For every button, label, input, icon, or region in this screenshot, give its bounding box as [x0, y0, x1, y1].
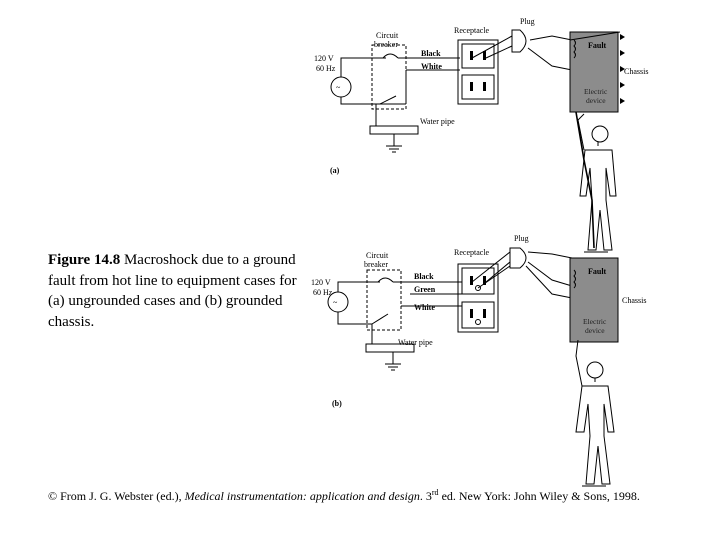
caption-text: Macroshock due to a ground fault from ho… — [48, 252, 297, 330]
source-credit: © From J. G. Webster (ed.), Medical inst… — [48, 488, 708, 504]
plug-a — [511, 29, 527, 53]
svg-text:60 Hz: 60 Hz — [313, 288, 333, 297]
water-pipe-a — [369, 125, 419, 135]
figure-label: Figure 14.8 — [48, 252, 121, 268]
credit-suffix: ed. New York: John Wiley & Sons, 1998. — [438, 489, 640, 503]
svg-text:(b): (b) — [332, 399, 342, 408]
electric-device-b — [569, 257, 619, 343]
ac-source-a — [330, 76, 352, 98]
svg-text:Water pipe: Water pipe — [420, 117, 455, 126]
svg-text:Receptacle: Receptacle — [454, 248, 490, 257]
svg-text:White: White — [414, 303, 435, 312]
plug-b — [509, 247, 527, 269]
svg-text:60 Hz: 60 Hz — [316, 64, 336, 73]
svg-text:Green: Green — [414, 285, 436, 294]
receptacle-b — [457, 263, 499, 333]
svg-text:device: device — [586, 96, 606, 105]
current-path-a — [575, 111, 595, 249]
svg-text:Electric: Electric — [584, 87, 608, 96]
receptacle-a — [457, 39, 499, 105]
svg-text:breaker: breaker — [374, 40, 398, 49]
svg-text:breaker: breaker — [364, 260, 388, 269]
diagram-a: ~ 120 V 60 Hz Circuit breaker Black Whit… — [314, 17, 648, 253]
svg-text:Black: Black — [414, 272, 434, 281]
svg-text:~: ~ — [333, 298, 338, 307]
svg-text:Fault: Fault — [588, 41, 607, 50]
svg-text:Fault: Fault — [588, 267, 607, 276]
svg-text:Plug: Plug — [520, 17, 535, 26]
svg-text:Black: Black — [421, 49, 441, 58]
svg-text:White: White — [421, 62, 442, 71]
svg-text:device: device — [585, 326, 605, 335]
circuit-breaker-b — [366, 269, 402, 331]
svg-text:120 V: 120 V — [311, 278, 331, 287]
credit-edition: . 3 — [419, 489, 432, 503]
figure-caption: Figure 14.8 Macroshock due to a ground f… — [48, 250, 298, 332]
person-figure-b — [575, 339, 615, 485]
svg-text:Chassis: Chassis — [622, 296, 646, 305]
svg-text:Water pipe: Water pipe — [398, 338, 433, 347]
svg-text:Chassis: Chassis — [624, 67, 648, 76]
svg-text:~: ~ — [336, 83, 341, 92]
svg-text:120 V: 120 V — [314, 54, 334, 63]
edition-suffix: rd — [431, 488, 439, 497]
person-figure-a — [577, 113, 617, 251]
electric-device-a — [569, 31, 619, 113]
water-pipe-b — [365, 343, 415, 353]
svg-text:Plug: Plug — [514, 234, 529, 243]
book-title: Medical instrumentation: application and… — [184, 489, 420, 503]
svg-text:Circuit: Circuit — [376, 31, 399, 40]
svg-text:Electric: Electric — [583, 317, 607, 326]
credit-prefix: © From J. G. Webster (ed.), — [48, 489, 185, 503]
diagram-b: ~ 120 V 60 Hz Circuit breaker Black Gree… — [311, 234, 646, 487]
svg-text:(a): (a) — [330, 166, 340, 175]
svg-text:Receptacle: Receptacle — [454, 26, 490, 35]
svg-text:Circuit: Circuit — [366, 251, 389, 260]
